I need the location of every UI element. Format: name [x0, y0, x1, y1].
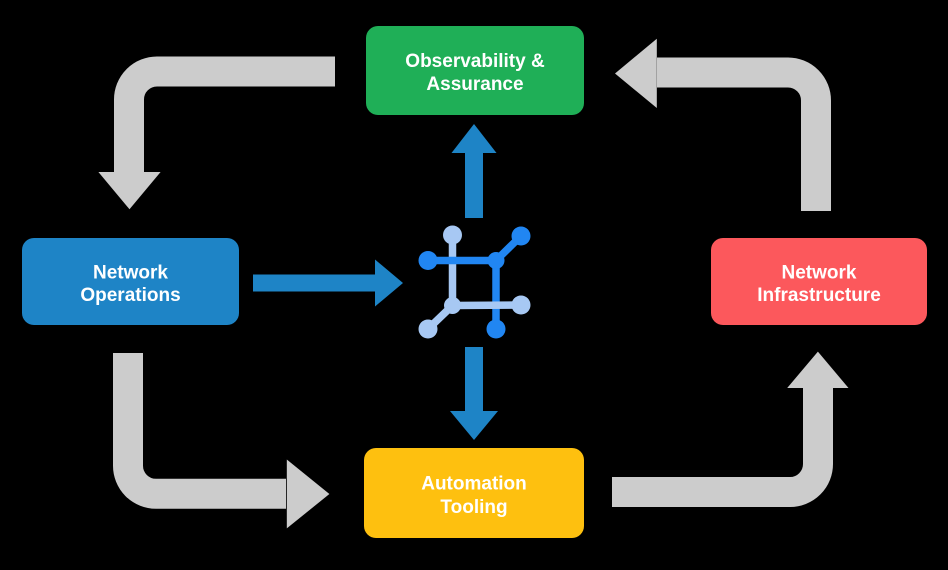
svg-text:Operations: Operations — [80, 285, 180, 306]
svg-text:Automation: Automation — [421, 474, 527, 495]
svg-text:Observability &: Observability & — [405, 51, 545, 72]
svg-text:Tooling: Tooling — [440, 497, 507, 518]
svg-text:Infrastructure: Infrastructure — [757, 285, 881, 306]
svg-text:Network: Network — [93, 263, 168, 284]
svg-text:Assurance: Assurance — [426, 74, 523, 95]
svg-text:Network: Network — [782, 263, 857, 284]
